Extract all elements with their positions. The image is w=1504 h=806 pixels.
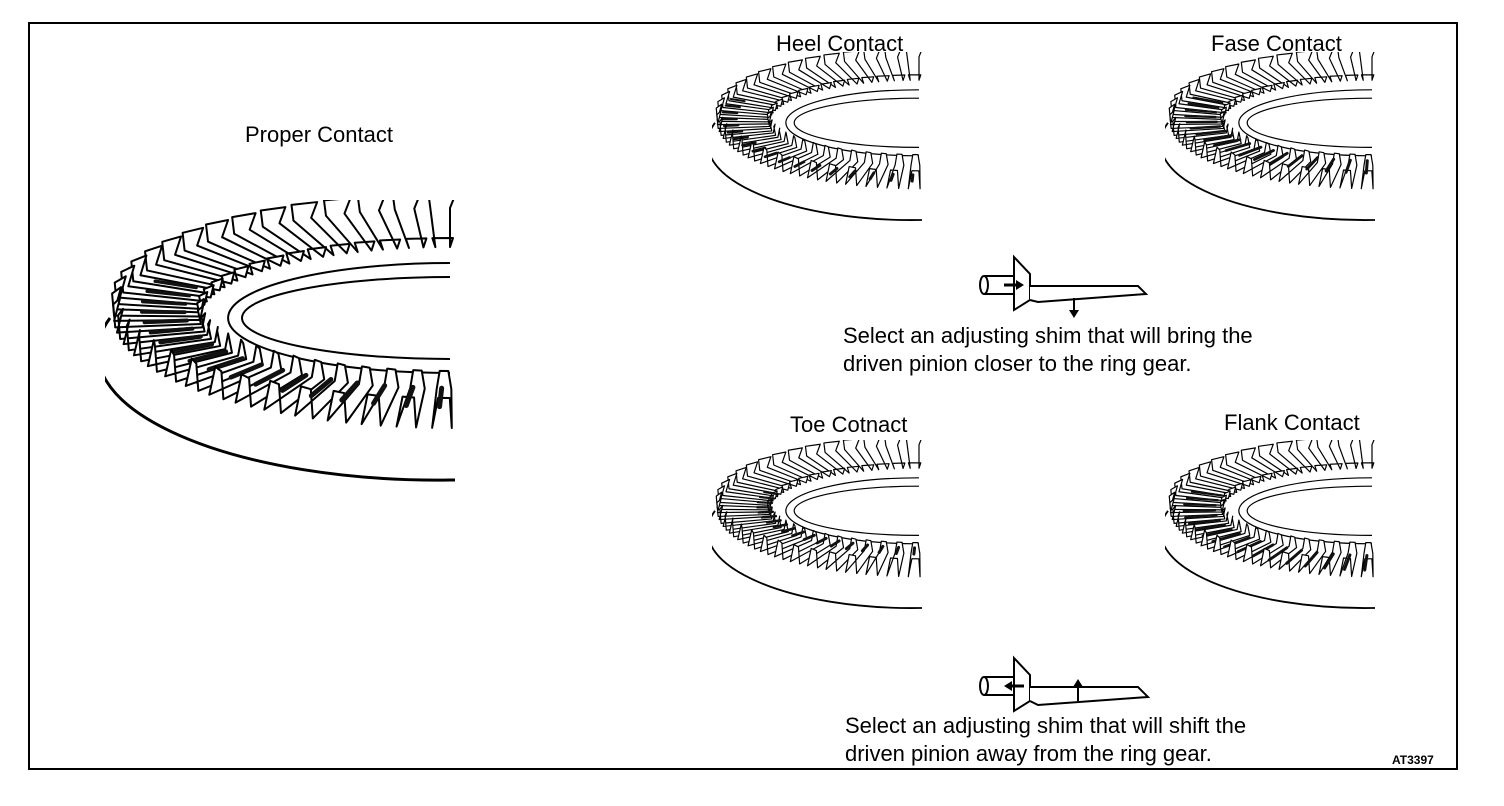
gear-face-contact: [1165, 52, 1375, 221]
gear-proper-contact: [105, 200, 455, 482]
figure-frame: [28, 22, 1458, 770]
label-proper-contact: Proper Contact: [245, 122, 393, 147]
caption-bring-closer: Select an adjusting shim that will bring…: [843, 322, 1253, 378]
gear-heel-contact: [712, 52, 922, 221]
caption-bring-closer-line-2: driven pinion closer to the ring gear.: [843, 351, 1192, 376]
label-flank-contact: Flank Contact: [1224, 410, 1360, 435]
label-heel-contact: Heel Contact: [776, 31, 904, 56]
caption-shift-away-line-1: Select an adjusting shim that will shift…: [845, 713, 1247, 738]
label-toe-contact: Toe Cotnact: [790, 412, 908, 437]
caption-bring-closer-line-1: Select an adjusting shim that will bring…: [843, 323, 1253, 348]
pinion-away-icon: [979, 655, 1151, 713]
gear-toe-contact: [712, 440, 922, 609]
gear-flank-contact: [1165, 440, 1375, 609]
pinion-closer-icon: [979, 254, 1148, 318]
caption-shift-away-line-2: driven pinion away from the ring gear.: [845, 741, 1212, 766]
caption-shift-away: Select an adjusting shim that will shift…: [845, 712, 1246, 768]
figure-code: AT3397: [1392, 753, 1434, 767]
